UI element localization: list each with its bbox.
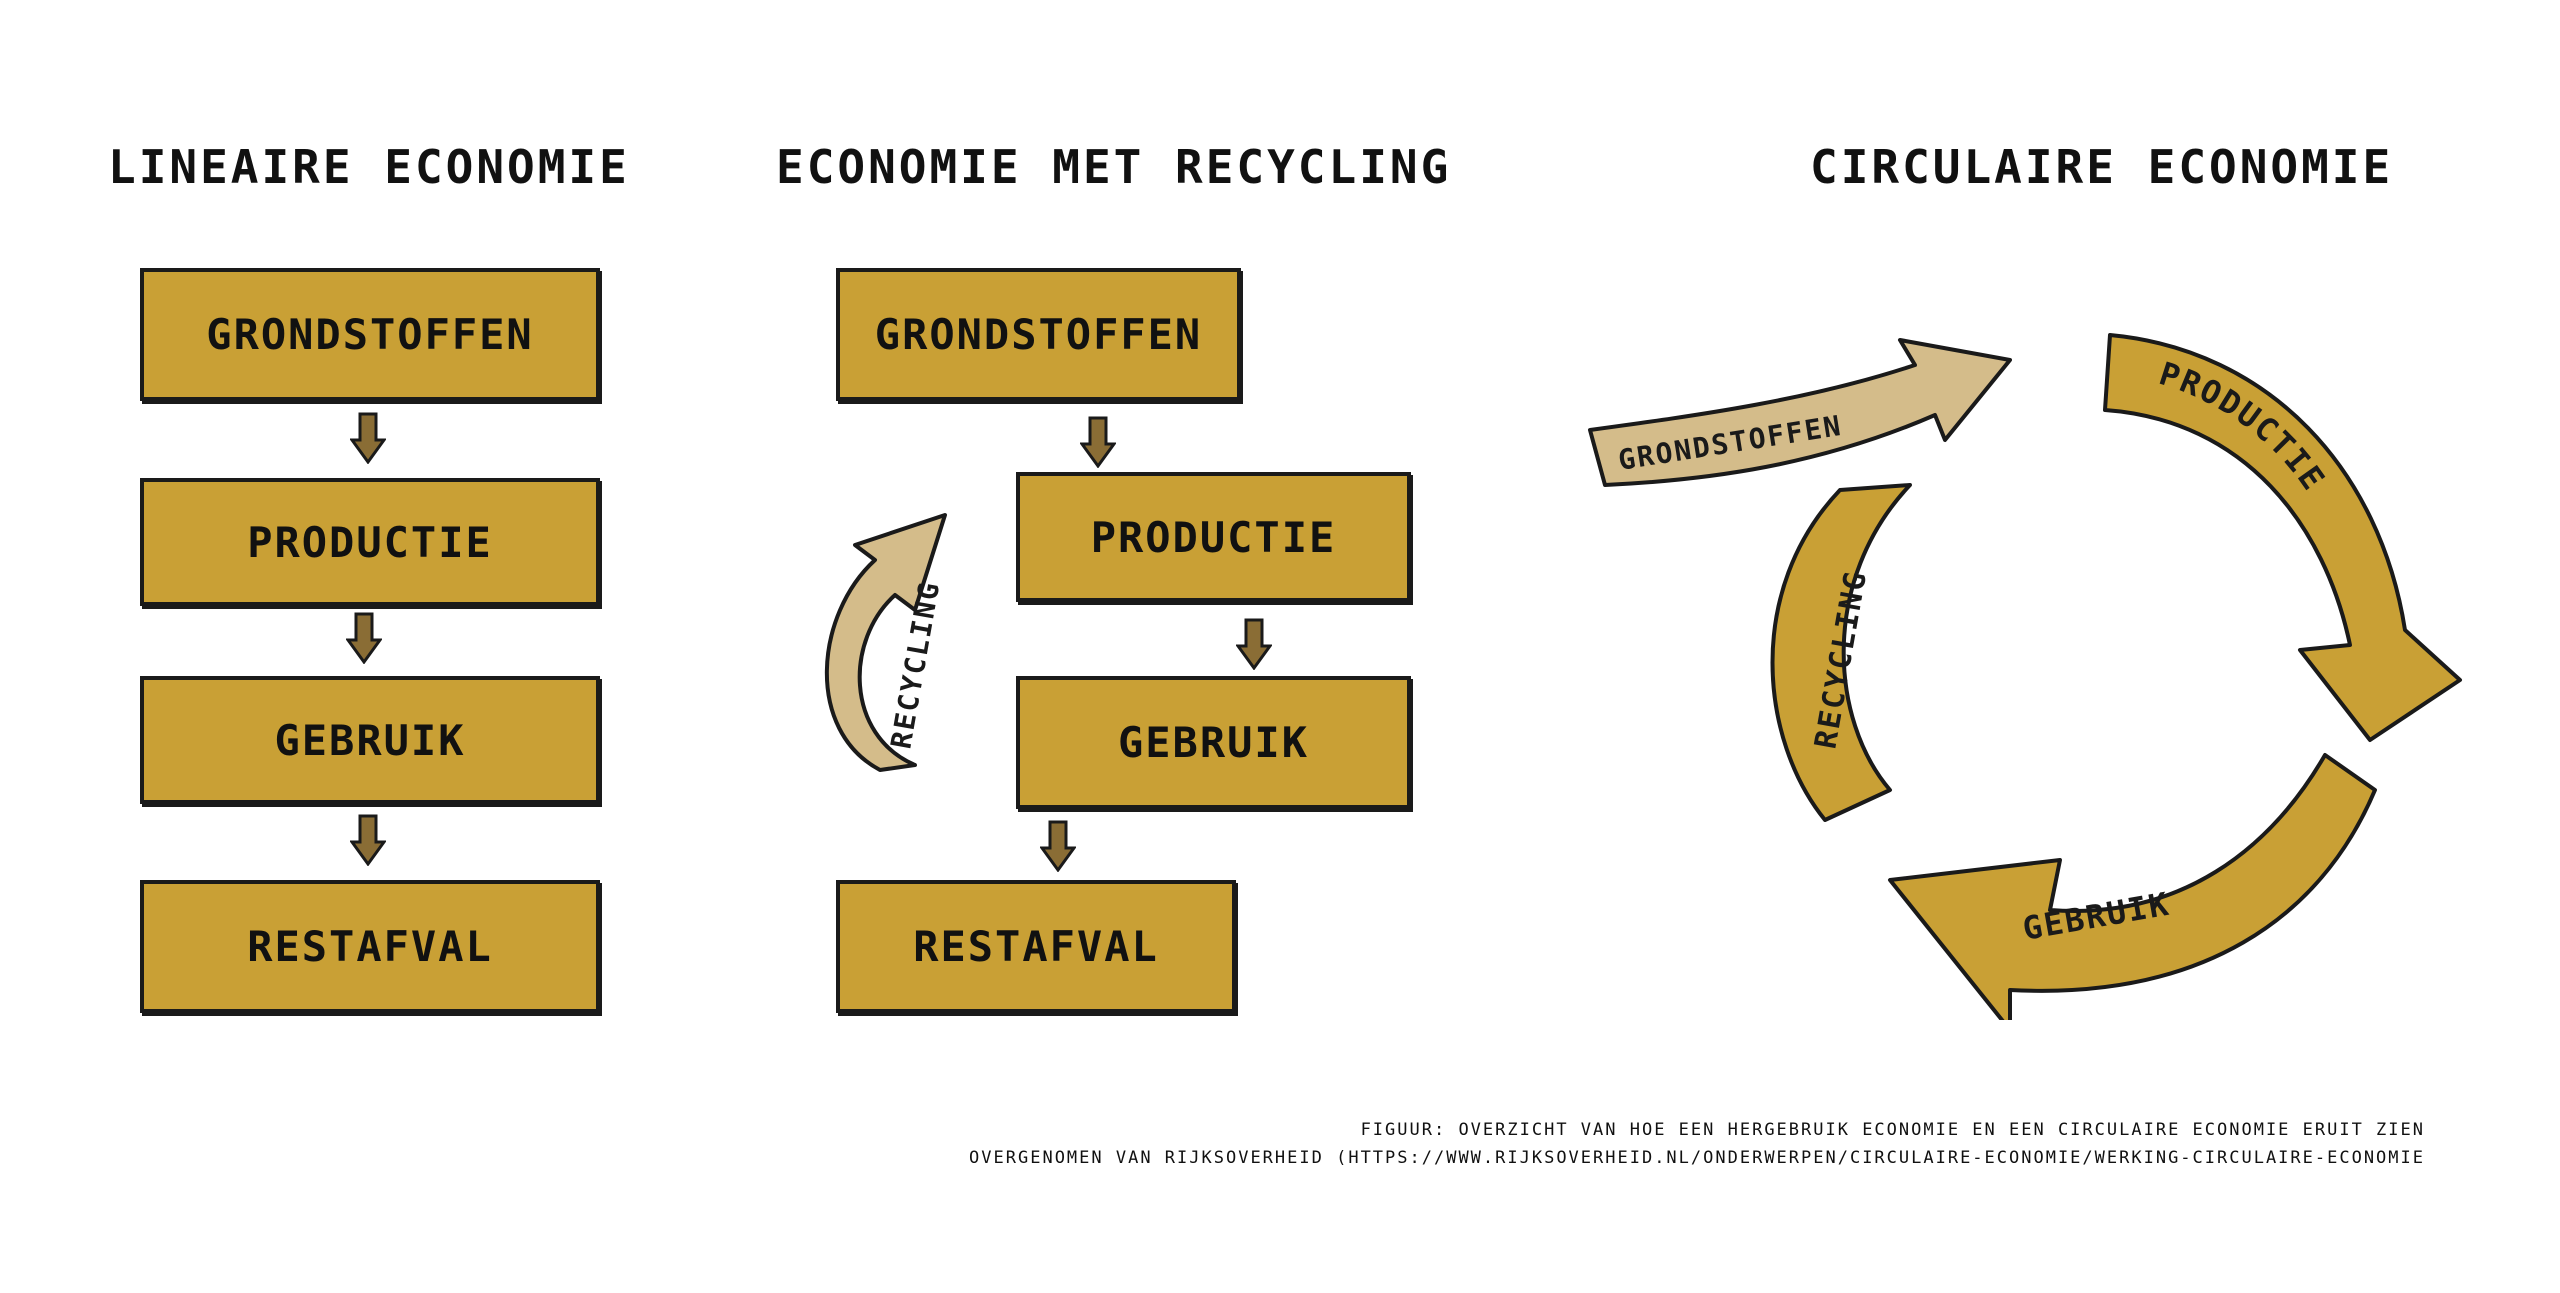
recycling-arrow-down-icon [1080, 416, 1116, 468]
circular-segment-gebruik [1888, 753, 2377, 1020]
caption-line-1: FIGUUR: OVERZICHT VAN HOE EEN HERGEBRUIK… [1360, 1120, 2425, 1140]
recycling-loop-arrow-icon: RECYCLING [824, 513, 947, 772]
linear-box-grondstoffen: GRONDSTOFFEN [140, 268, 600, 401]
recycling-box-grondstoffen: GRONDSTOFFEN [836, 268, 1241, 401]
circular-input-arrow [1588, 338, 2012, 487]
linear-arrow-down-icon [350, 412, 386, 464]
circular-segment-productie [2103, 333, 2462, 742]
circular-segment-recycling [1770, 483, 1912, 822]
linear-box-productie: PRODUCTIE [140, 478, 600, 606]
linear-arrow-down-icon [350, 814, 386, 866]
caption-line-2: OVERGENOMEN VAN RIJKSOVERHEID (HTTPS://W… [969, 1148, 2425, 1168]
recycling-box-gebruik: GEBRUIK [1016, 676, 1411, 809]
recycling-arrow-down-icon [1040, 820, 1076, 872]
recycling-loop-label: RECYCLING [884, 578, 946, 751]
linear-arrow-down-icon [346, 612, 382, 664]
linear-title: LINEAIRE ECONOMIE [108, 140, 630, 194]
circular-title: CIRCULAIRE ECONOMIE [1810, 140, 2394, 194]
recycling-box-productie: PRODUCTIE [1016, 472, 1411, 602]
circular-cycle-diagram: PRODUCTIE GEBRUIK RECYCLING GRONDSTOFFEN [1588, 333, 2462, 1020]
recycling-box-restafval: RESTAFVAL [836, 880, 1236, 1013]
linear-box-gebruik: GEBRUIK [140, 676, 600, 804]
recycling-title: ECONOMIE MET RECYCLING [776, 140, 1452, 194]
recycling-arrow-down-icon [1236, 618, 1272, 670]
linear-box-restafval: RESTAFVAL [140, 880, 600, 1013]
